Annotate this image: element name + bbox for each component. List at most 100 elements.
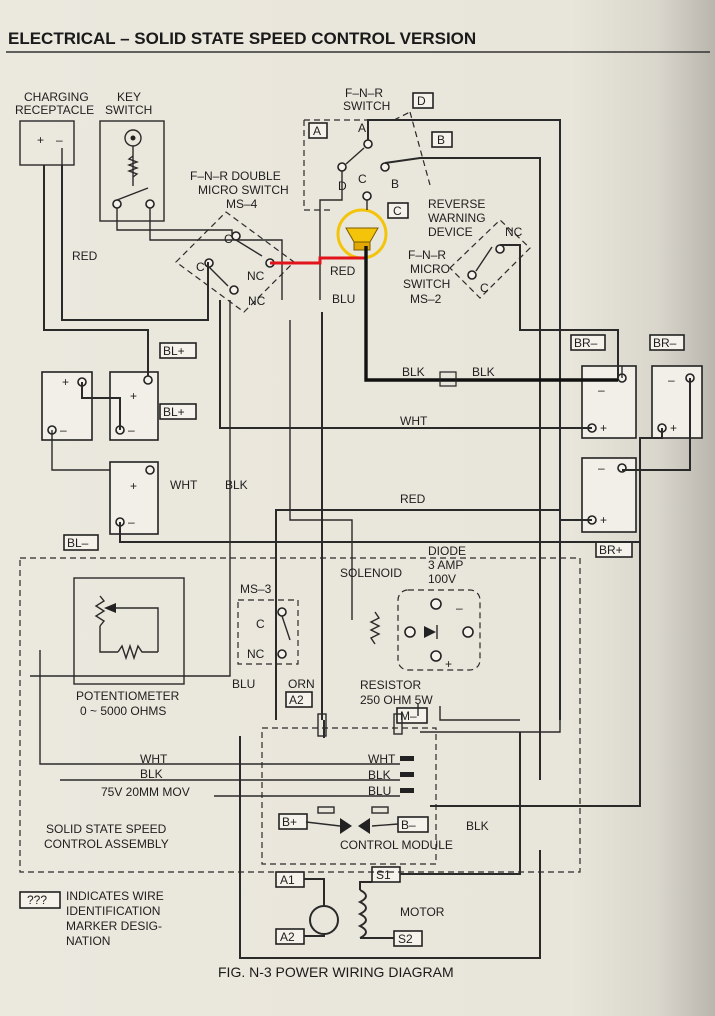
batt1-minus: – bbox=[60, 423, 67, 437]
resistor-label-2: 250 OHM 5W bbox=[360, 693, 433, 707]
fnr-switch-label-1: F–N–R bbox=[345, 86, 383, 100]
ms4-label-3: MS–4 bbox=[226, 197, 258, 211]
ms4-contact-c-lower: C bbox=[196, 260, 205, 274]
solenoid-body bbox=[397, 589, 481, 671]
motor-armature bbox=[309, 905, 339, 935]
fnr-switch-label-2: SWITCH bbox=[343, 99, 390, 113]
legend-tag: ??? bbox=[27, 893, 47, 907]
wire-labels: RED RED BLU BLK BLK WHT WHT BLK RED BLU … bbox=[72, 249, 495, 833]
charging-receptacle-label-2: RECEPTACLE bbox=[15, 103, 94, 117]
wire-tags: A D B C BL+ BL+ BL– BR– BR– BR+ A2 M– B+… bbox=[63, 92, 685, 947]
ssc-assembly-label-1: SOLID STATE SPEED bbox=[46, 822, 167, 836]
wire-label-blk-right: BLK bbox=[466, 819, 489, 833]
wire-label-blu-top: BLU bbox=[332, 292, 355, 306]
resistor-label-1: RESISTOR bbox=[360, 678, 421, 692]
ms2-label-3: SWITCH bbox=[403, 277, 450, 291]
control-module-label: CONTROL MODULE bbox=[340, 838, 453, 852]
inline-connector bbox=[439, 371, 457, 387]
ms2-label-4: MS–2 bbox=[410, 292, 442, 306]
battery-left-top-a: + – bbox=[41, 371, 93, 441]
mov-label: 75V 20MM MOV bbox=[101, 785, 190, 799]
legend-text-3: MARKER DESIG- bbox=[66, 919, 162, 933]
wire-label-blk-bottom: BLK bbox=[140, 767, 163, 781]
ms4-label-2: MICRO SWITCH bbox=[198, 183, 289, 197]
tag-b-minus: B– bbox=[401, 818, 416, 832]
wire-label-blk-b: BLK bbox=[472, 365, 495, 379]
tag-bl-minus: BL– bbox=[67, 536, 89, 550]
field-coil bbox=[357, 889, 367, 939]
wire-label-blk-left: BLK bbox=[225, 478, 248, 492]
ms2-contact-c: C bbox=[480, 281, 489, 295]
legend-text-4: NATION bbox=[66, 934, 110, 948]
tag-b-plus: B+ bbox=[282, 815, 297, 829]
tag-a2-module: A2 bbox=[289, 693, 304, 707]
batt2-plus: + bbox=[130, 389, 137, 403]
ms2-label-2: MICRO bbox=[410, 262, 450, 276]
ms3-label: MS–3 bbox=[240, 582, 272, 596]
receptacle-plus: + bbox=[37, 133, 44, 147]
batt2-minus: – bbox=[128, 423, 135, 437]
legend-text-1: INDICATES WIRE bbox=[66, 889, 164, 903]
tag-br-plus: BR+ bbox=[599, 543, 623, 557]
legend: ??? INDICATES WIRE IDENTIFICATION MARKER… bbox=[19, 889, 164, 948]
batt5-minus: – bbox=[668, 373, 675, 387]
wire-label-blk-a: BLK bbox=[402, 365, 425, 379]
batt3-plus: + bbox=[130, 479, 137, 493]
solenoid-label: SOLENOID bbox=[340, 566, 402, 580]
tag-s2: S2 bbox=[398, 932, 413, 946]
batt6-plus: + bbox=[600, 513, 607, 527]
ssc-assembly-label-2: CONTROL ASSEMBLY bbox=[44, 837, 169, 851]
fnr-contact-c: C bbox=[358, 172, 367, 186]
battery-right-top-a: – + bbox=[581, 365, 637, 439]
tag-d: D bbox=[417, 94, 426, 108]
control-module-boundary bbox=[261, 727, 437, 865]
receptacle-minus: – bbox=[56, 133, 63, 147]
ms4-contact-c-upper: C bbox=[224, 232, 233, 246]
wire-label-wht-module: WHT bbox=[368, 752, 396, 766]
reverse-warning-label-1: REVERSE bbox=[428, 197, 485, 211]
potentiometer-label-1: POTENTIOMETER bbox=[76, 689, 180, 703]
key-switch-label-2: SWITCH bbox=[105, 103, 152, 117]
diode-label-1: DIODE bbox=[428, 544, 466, 558]
battery-right-top-b: – + bbox=[651, 365, 703, 439]
diode-label-3: 100V bbox=[428, 572, 456, 586]
batt6-minus: – bbox=[598, 461, 605, 475]
ms2-contact-nc: NC bbox=[505, 225, 523, 239]
tag-bl-plus-top: BL+ bbox=[163, 344, 185, 358]
tag-a2-motor: A2 bbox=[280, 930, 295, 944]
tag-a1: A1 bbox=[280, 873, 295, 887]
battery-left-bottom: + – bbox=[109, 461, 159, 535]
wire-label-red-left: RED bbox=[72, 249, 98, 263]
tag-a: A bbox=[313, 124, 321, 138]
battery-left-top-b: + – bbox=[109, 371, 159, 441]
fnr-contact-b: B bbox=[391, 177, 399, 191]
key-switch: KEY SWITCH bbox=[99, 90, 165, 222]
ssc-assembly-boundary bbox=[19, 557, 581, 873]
potentiometer-label-2: 0 ~ 5000 OHMS bbox=[80, 704, 166, 718]
reverse-warning-label-2: WARNING bbox=[428, 211, 486, 225]
fnr-contact-a: A bbox=[358, 121, 366, 135]
reverse-warning-label-3: DEVICE bbox=[428, 225, 473, 239]
wire-label-red-ms4: RED bbox=[330, 264, 356, 278]
tag-br-minus-left: BR– bbox=[574, 336, 598, 350]
ms3-contact-nc: NC bbox=[247, 647, 265, 661]
wire-label-wht-bottom: WHT bbox=[140, 752, 168, 766]
key-switch-label-1: KEY bbox=[117, 90, 141, 104]
legend-tag-box bbox=[19, 891, 61, 909]
tag-m-minus: M– bbox=[400, 709, 417, 723]
ms4-contact-nc-lower: NC bbox=[248, 294, 266, 308]
wire-label-wht-top: WHT bbox=[400, 414, 428, 428]
ms3-contact-c: C bbox=[256, 617, 265, 631]
page-title: ELECTRICAL – SOLID STATE SPEED CONTROL V… bbox=[8, 29, 476, 48]
tag-s1: S1 bbox=[376, 868, 391, 882]
tag-br-minus-right: BR– bbox=[653, 336, 677, 350]
solenoid-minus: – bbox=[456, 601, 463, 615]
wire-label-blu-module: BLU bbox=[368, 784, 391, 798]
key-icon bbox=[124, 129, 142, 186]
reverse-warning-horn-icon bbox=[336, 208, 388, 260]
tag-c: C bbox=[393, 204, 402, 218]
figure-caption: FIG. N-3 POWER WIRING DIAGRAM bbox=[218, 964, 454, 980]
batt1-plus: + bbox=[62, 375, 69, 389]
